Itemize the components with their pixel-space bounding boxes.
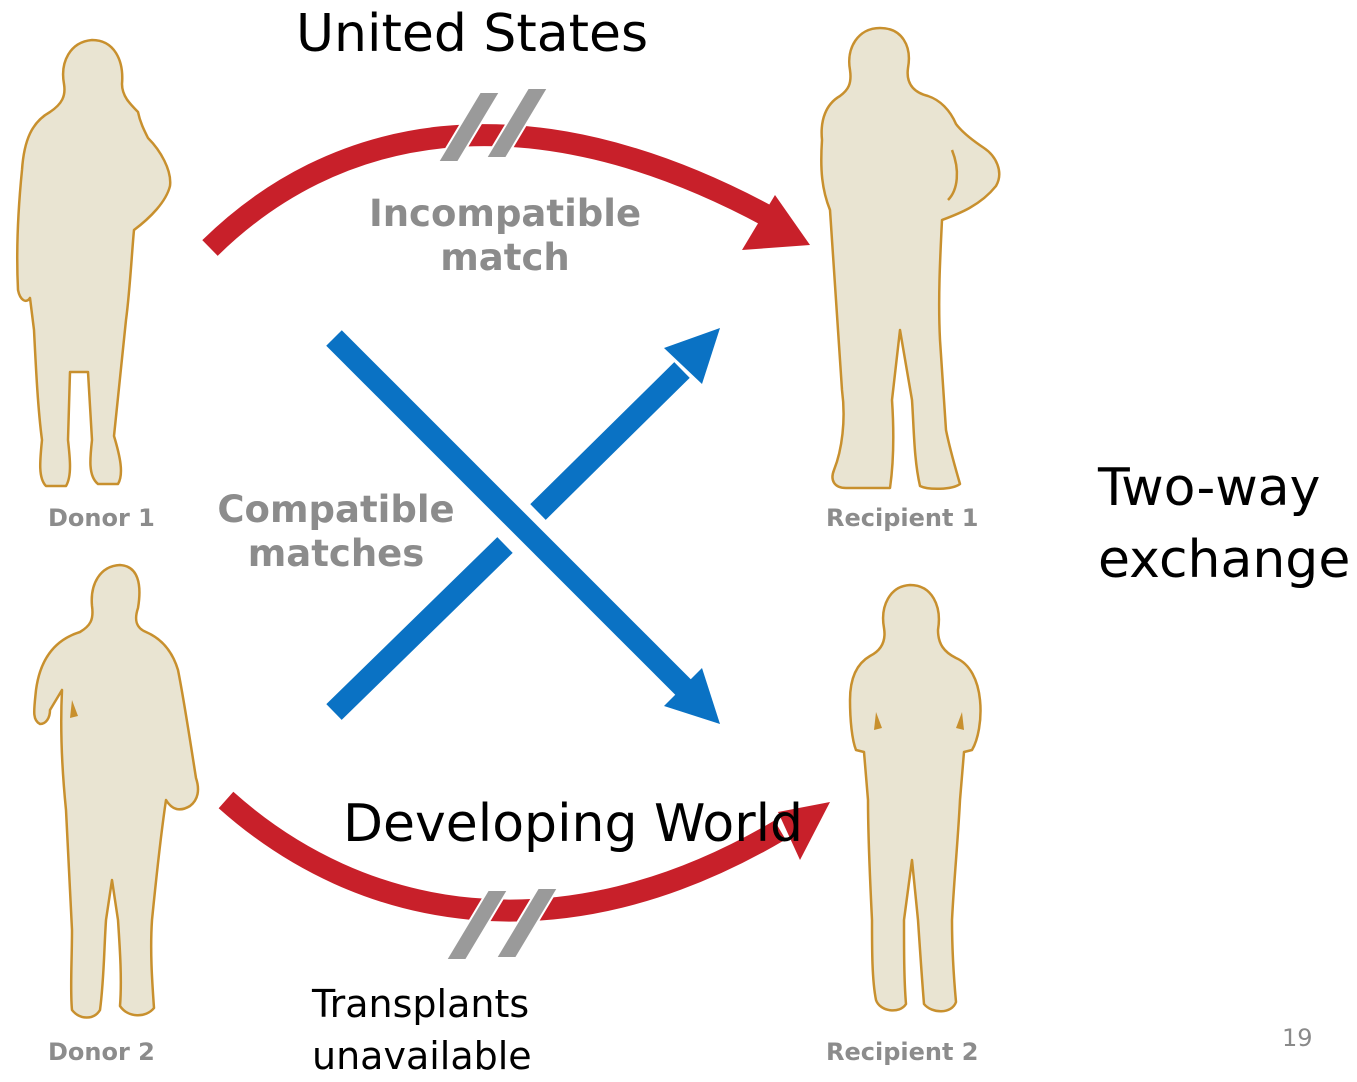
incompatible-arrow-bottom (218, 791, 786, 922)
break-mark-bottom (444, 887, 560, 961)
page-number: 19 (1282, 1024, 1313, 1052)
recipient2-label: Recipient 2 (826, 1038, 979, 1066)
incompatible-label-line1: Incompatible (368, 192, 642, 235)
break-mark-top (436, 87, 550, 163)
donor1-label: Donor 1 (48, 504, 155, 532)
two-way-exchange-line1: Two-way (1098, 458, 1321, 518)
recipient1-label: Recipient 1 (826, 504, 979, 532)
donor2-silhouette (33, 563, 200, 1019)
compatible-arrowhead-up (664, 328, 720, 384)
compatible-arrow-up-lower (326, 537, 513, 720)
recipient1-silhouette (820, 26, 1001, 490)
incompatible-label-line2: match (440, 236, 570, 279)
compatible-arrow-down (326, 330, 692, 696)
compatible-arrow-up-upper (530, 362, 690, 520)
compatible-label-line1: Compatible (217, 488, 455, 531)
incompatible-arrowhead-top (742, 195, 810, 250)
transplants-unavailable-line2: unavailable (312, 1034, 532, 1078)
donor1-silhouette (15, 38, 172, 488)
recipient2-silhouette (848, 583, 982, 1013)
transplants-unavailable-label: Transplants unavailable (312, 978, 532, 1082)
incompatible-arrowhead-bottom (778, 802, 830, 860)
compatible-arrowhead-down (664, 668, 720, 724)
donor2-label: Donor 2 (48, 1038, 155, 1066)
compatible-label-line2: matches (247, 532, 425, 575)
transplants-unavailable-line1: Transplants (312, 982, 530, 1026)
incompatible-arrow-top (202, 124, 781, 256)
two-way-exchange-line2: exchange (1098, 530, 1351, 590)
title-united-states: United States (296, 4, 649, 64)
incompatible-label: Incompatible match (360, 192, 650, 280)
title-developing-world: Developing World (343, 794, 804, 854)
compatible-label: Compatible matches (210, 488, 462, 576)
two-way-exchange-label: Two-way exchange (1098, 452, 1350, 596)
